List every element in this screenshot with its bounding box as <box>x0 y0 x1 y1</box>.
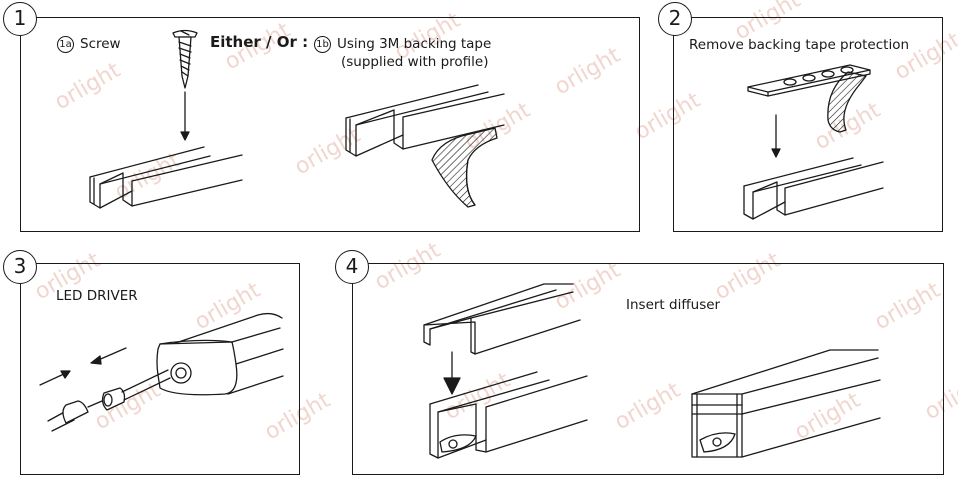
diffuser-icon <box>423 283 581 355</box>
arrow-left-icon <box>90 347 127 365</box>
step2-panel <box>673 17 943 232</box>
tape-strip-icon <box>747 64 871 133</box>
option-b-label: 1b Using 3M backing tape <box>314 36 491 53</box>
option-a-marker: 1a <box>57 36 74 53</box>
option-b-line2: (supplied with profile) <box>341 54 489 70</box>
down-arrow-icon <box>443 351 461 395</box>
step3-panel <box>20 263 300 475</box>
down-arrow-icon <box>180 91 190 141</box>
step-number-4: 4 <box>335 250 369 284</box>
down-arrow-icon <box>771 114 781 158</box>
step3-label: LED DRIVER <box>56 288 138 304</box>
option-b-marker: 1b <box>314 36 331 53</box>
option-a-text: Screw <box>80 36 121 52</box>
assembled-profile-icon <box>691 349 881 458</box>
cable-connector-icon <box>47 362 192 432</box>
step-number-2: 2 <box>658 2 692 36</box>
step2-label: Remove backing tape protection <box>689 37 910 53</box>
option-a-label: 1a Screw <box>57 36 121 53</box>
step1-panel <box>20 17 640 232</box>
step-number-1: 1 <box>3 2 37 36</box>
screw-icon <box>172 29 198 89</box>
option-b-line1: Using 3M backing tape <box>337 36 492 52</box>
driver-box-icon <box>156 312 284 396</box>
u-profile-1a <box>89 146 243 209</box>
u-profile-2 <box>743 157 884 220</box>
step4-panel <box>352 263 944 475</box>
arrow-right-icon <box>39 370 71 386</box>
u-profile-4a <box>429 371 588 459</box>
u-profile-1b <box>345 84 505 157</box>
step-number-3: 3 <box>3 250 37 284</box>
either-or-label: Either / Or : <box>210 33 309 51</box>
backing-tape-icon <box>431 127 498 208</box>
step4-label: Insert diffuser <box>626 297 721 313</box>
